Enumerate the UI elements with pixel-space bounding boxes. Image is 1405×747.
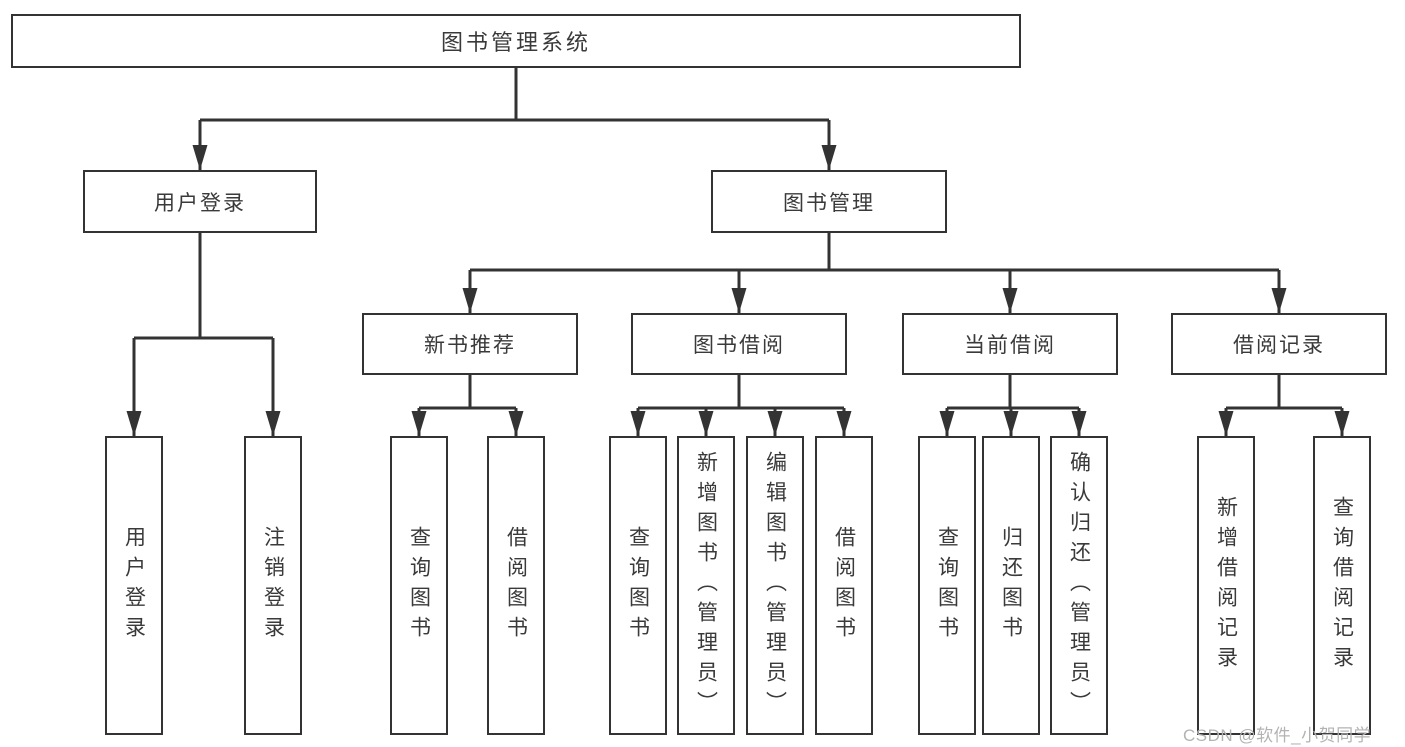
leaf-borrow-books: 借阅图书 [487, 436, 545, 735]
leaf-add-books-admin: 新增图书（管理员） [677, 436, 735, 735]
node-label: 借阅记录 [1233, 334, 1325, 357]
node-book-management: 图书管理 [711, 170, 947, 233]
leaf-label: 借阅图书 [832, 525, 856, 646]
leaf-logout: 注销登录 [244, 436, 302, 735]
leaf-query-borrow-record: 查询借阅记录 [1313, 436, 1371, 735]
leaf-query-books: 查询图书 [390, 436, 448, 735]
node-label: 用户登录 [154, 191, 246, 215]
leaf-return-books: 归还图书 [982, 436, 1040, 735]
leaf-label: 新增借阅记录 [1214, 495, 1238, 676]
leaf-edit-books-admin: 编辑图书（管理员） [746, 436, 804, 735]
leaf-add-borrow-record: 新增借阅记录 [1197, 436, 1255, 735]
node-root-library-system: 图书管理系统 [11, 14, 1021, 68]
node-user-login: 用户登录 [83, 170, 317, 233]
leaf-query-books: 查询图书 [609, 436, 667, 735]
leaf-query-books: 查询图书 [918, 436, 976, 735]
node-label: 图书借阅 [693, 334, 785, 357]
leaf-label: 查询图书 [626, 525, 650, 646]
leaf-label: 新增图书（管理员） [694, 450, 718, 721]
leaf-label: 用户登录 [122, 525, 146, 646]
node-label: 图书管理 [783, 191, 875, 215]
leaf-borrow-books: 借阅图书 [815, 436, 873, 735]
node-label: 新书推荐 [424, 334, 516, 357]
node-label: 图书管理系统 [440, 30, 591, 55]
node-label: 当前借阅 [964, 334, 1056, 357]
csdn-watermark: CSDN @软件_小贺同学 [1183, 726, 1372, 745]
leaf-label: 编辑图书（管理员） [763, 450, 787, 721]
leaf-label: 查询图书 [935, 525, 959, 646]
leaf-confirm-return-admin: 确认归还（管理员） [1050, 436, 1108, 735]
node-new-book-recommend: 新书推荐 [362, 313, 578, 375]
leaf-label: 查询图书 [407, 525, 431, 646]
leaf-user-login: 用户登录 [105, 436, 163, 735]
leaf-label: 查询借阅记录 [1330, 495, 1354, 676]
leaf-label: 注销登录 [261, 525, 285, 646]
node-book-borrowing: 图书借阅 [631, 313, 847, 375]
leaf-label: 借阅图书 [504, 525, 528, 646]
leaf-label: 归还图书 [999, 525, 1023, 646]
node-current-borrowing: 当前借阅 [902, 313, 1118, 375]
node-borrowing-record: 借阅记录 [1171, 313, 1387, 375]
leaf-label: 确认归还（管理员） [1067, 450, 1091, 721]
